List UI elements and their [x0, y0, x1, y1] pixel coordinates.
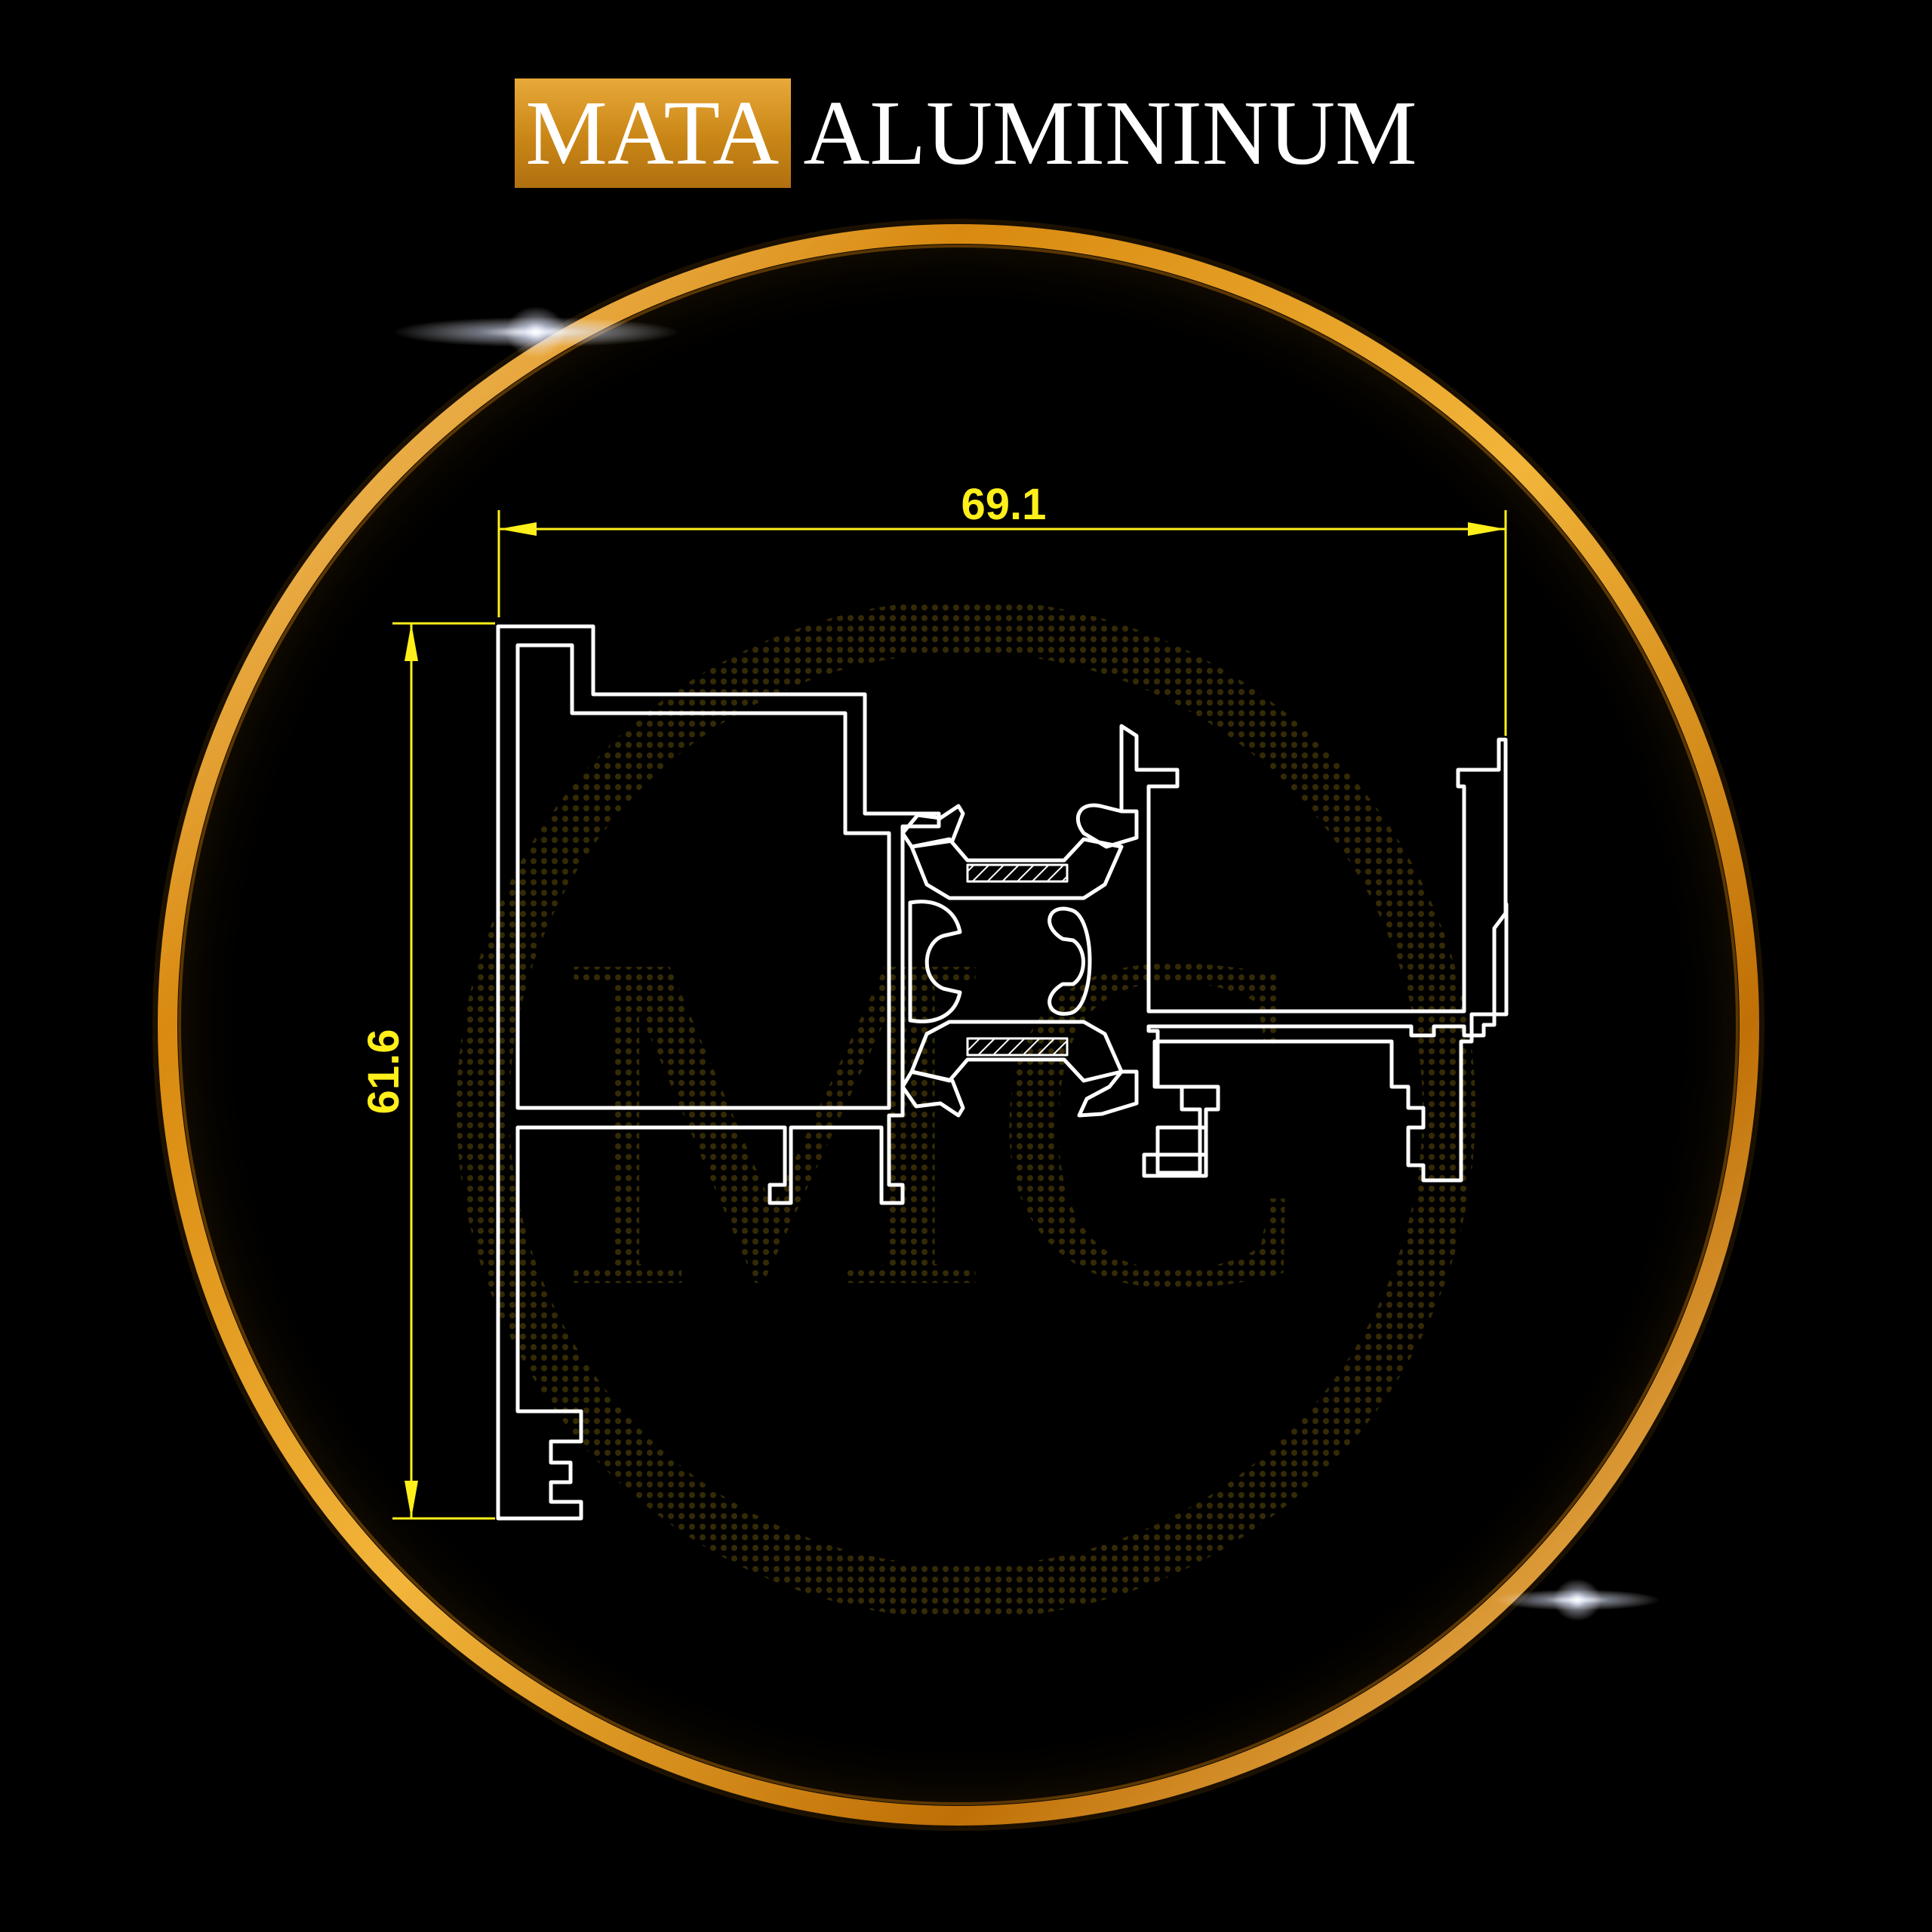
width-label: 69.1: [961, 480, 1047, 529]
brand-highlight-box: MATA: [515, 78, 792, 188]
upper-clip: [1075, 803, 1139, 849]
height-label: 61.6: [359, 1029, 408, 1115]
center-hook: [1048, 906, 1092, 1016]
sparkle-icon: [1494, 1579, 1660, 1621]
lower-clip: [1077, 1069, 1139, 1118]
profile-right-frame: [1119, 724, 1509, 1183]
watermark-logo: MC: [457, 600, 1475, 1619]
profile-left-chamber: [515, 643, 891, 1110]
profile-left-frame: [496, 624, 941, 1521]
left-clip-lower: [900, 1069, 965, 1118]
thermal-break-upper: [909, 837, 1124, 900]
aluminum-profile: [496, 624, 1509, 1521]
width-dimension: [497, 510, 1507, 736]
brand-highlight-text: MATA: [525, 82, 780, 184]
center-channel: [908, 900, 962, 1023]
sparkle-icon: [392, 306, 679, 358]
height-dimension: [392, 622, 495, 1520]
left-clip-upper: [900, 804, 965, 849]
brand-header: MATA ALUMININUM: [0, 78, 1932, 188]
brand-name-text: ALUMININUM: [803, 82, 1417, 184]
